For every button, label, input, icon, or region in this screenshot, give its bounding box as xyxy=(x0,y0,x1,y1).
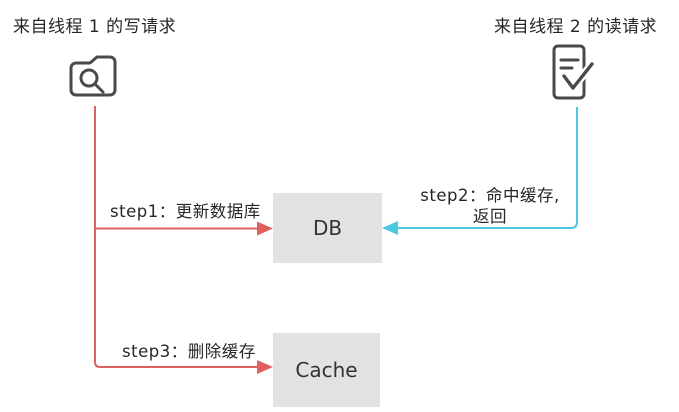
thread2-read-request-label: 来自线程 2 的读请求 xyxy=(494,17,658,37)
step3-delete-cache-label: step3：删除缓存 xyxy=(122,342,256,361)
step2-line1: step2：命中缓存, xyxy=(420,186,560,205)
check-mark xyxy=(562,62,594,90)
folder-search-icon xyxy=(69,55,117,97)
step2-line2: 返回 xyxy=(473,207,507,226)
thread1-write-request-label: 来自线程 1 的写请求 xyxy=(13,17,177,37)
write-arrowhead-cache xyxy=(257,360,273,374)
document-check-icon xyxy=(552,44,595,100)
db-node: DB xyxy=(273,193,382,263)
write-arrow-trunk xyxy=(94,106,258,368)
step2-hit-cache-label: step2：命中缓存, 返回 xyxy=(404,185,576,227)
read-arrowhead-db xyxy=(382,221,398,235)
cache-node: Cache xyxy=(273,333,380,407)
cache-node-label: Cache xyxy=(295,358,358,382)
write-arrowhead-db xyxy=(257,221,273,236)
step1-update-db-label: step1：更新数据库 xyxy=(110,202,261,221)
db-node-label: DB xyxy=(312,216,343,240)
